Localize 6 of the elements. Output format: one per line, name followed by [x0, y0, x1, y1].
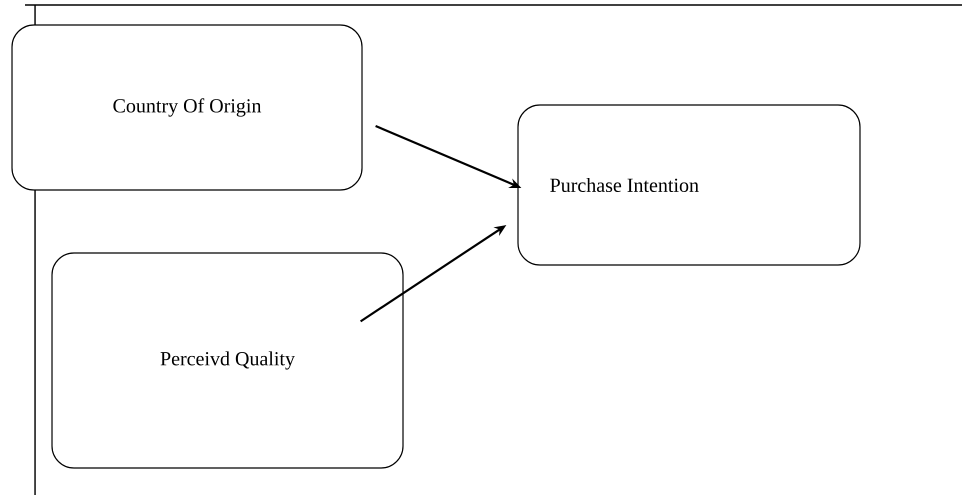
box-label: Perceivd Quality — [160, 351, 295, 370]
rounded-box — [51, 252, 404, 469]
rounded-box — [517, 104, 861, 266]
box-label: Country Of Origin — [113, 98, 262, 117]
rounded-box — [11, 24, 363, 191]
box-label: Purchase Intention — [550, 178, 699, 192]
